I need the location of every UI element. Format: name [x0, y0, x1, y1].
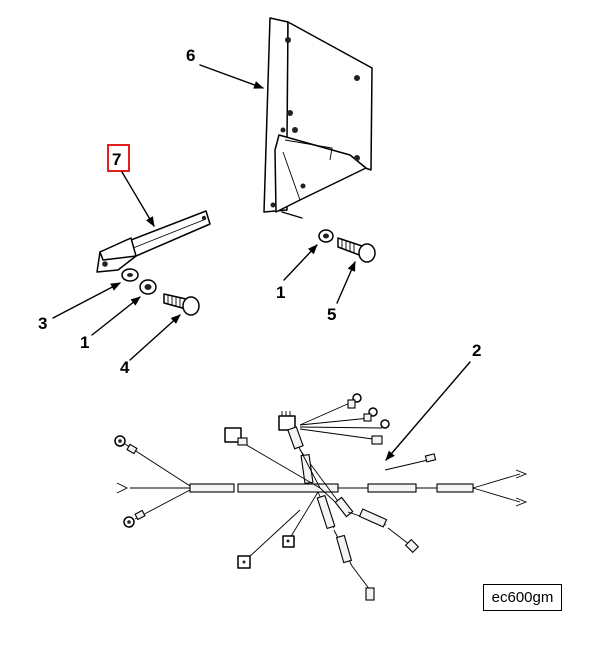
figure-code-text: ec600gm — [491, 589, 554, 606]
lock-washer-left — [139, 279, 157, 295]
callout-label: 3 — [38, 314, 47, 333]
callout-label: 1 — [80, 333, 89, 352]
wiring-harness — [114, 393, 528, 601]
mounting-bracket — [263, 17, 373, 219]
callout-label: 7 — [112, 150, 121, 169]
flat-washer-left — [121, 268, 139, 282]
callout-4: 4 — [120, 314, 181, 377]
highlight-box — [107, 144, 130, 172]
callout-label: 4 — [120, 358, 130, 377]
figure-code-label: ec600gm — [483, 584, 562, 611]
callout-1-right: 1 — [276, 244, 318, 302]
callout-label: 2 — [472, 341, 481, 360]
callout-5: 5 — [327, 261, 356, 324]
support-arm — [96, 210, 211, 273]
bolt-right — [337, 237, 376, 263]
callout-label: 6 — [186, 46, 195, 65]
bolt-left — [163, 293, 200, 316]
callout-1-left: 1 — [80, 296, 141, 352]
callout-3: 3 — [38, 282, 121, 333]
callout-label: 1 — [276, 283, 285, 302]
callout-6: 6 — [186, 46, 264, 89]
callout-2: 2 — [385, 341, 481, 461]
callout-label: 5 — [327, 305, 336, 324]
callout-7: 7 — [107, 144, 155, 227]
lock-washer-right — [318, 229, 334, 243]
